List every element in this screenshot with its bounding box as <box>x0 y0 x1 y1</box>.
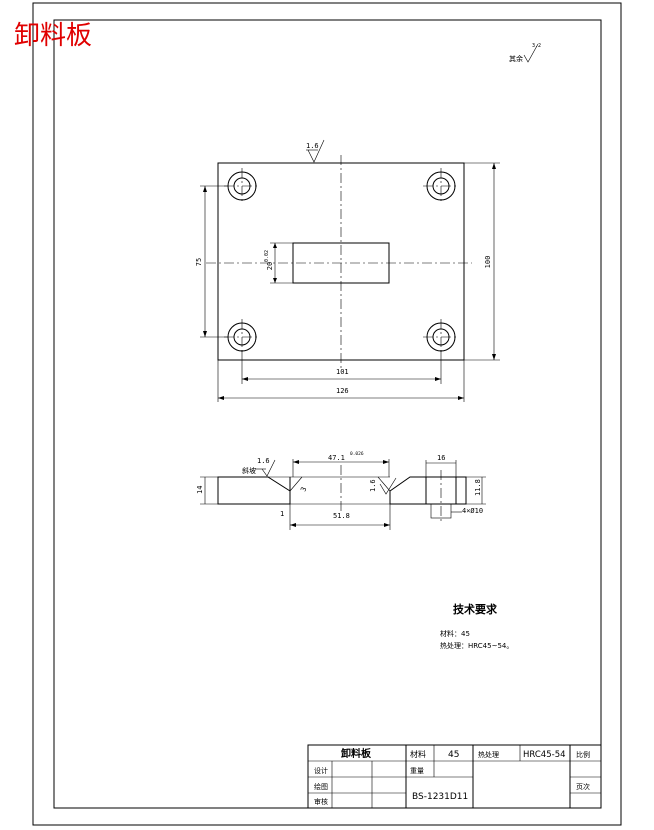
dim-thickness: 14 <box>196 476 218 505</box>
section-right-body <box>389 476 427 505</box>
plan-view: 1.6 101 <box>195 139 500 402</box>
svg-text:3.2: 3.2 <box>532 43 541 49</box>
dim-counterbore-depth: 11.8 <box>466 476 486 505</box>
svg-text:0.02: 0.02 <box>264 250 270 262</box>
tb-drawing-number: BS-1231D11 <box>412 792 468 802</box>
outer-border <box>32 2 622 826</box>
dim-height-total: 100 <box>464 162 500 361</box>
svg-text:1.6: 1.6 <box>369 479 377 492</box>
dim-edge-offset: 1 <box>280 510 284 518</box>
tb-draw-label: 绘图 <box>314 782 328 791</box>
remaining-roughness-note: 其余 3.2 <box>509 43 541 63</box>
dim-counterbore-dia: 16 <box>425 454 457 477</box>
tb-weight-label: 重量 <box>410 767 424 775</box>
technical-requirements: 技术要求 材料：45 热处理：HRC45~54。 <box>440 602 513 650</box>
svg-text:126: 126 <box>336 387 349 395</box>
tb-scale-label: 比例 <box>576 750 590 759</box>
tb-material-label: 材料 <box>410 749 426 759</box>
svg-text:51.8: 51.8 <box>333 512 350 520</box>
tb-heat-value: HRC45-54 <box>523 750 566 760</box>
svg-text:47.1: 47.1 <box>328 454 345 462</box>
top-roughness-symbol: 1.6 <box>306 139 325 163</box>
dim-chamfer: 3 <box>299 486 308 493</box>
tb-design-label: 设计 <box>314 766 328 775</box>
title-block: 卸料板 材料 45 热处理 HRC45-54 比例 设计 重量 绘图 审核 BS… <box>307 744 602 809</box>
svg-text:4×Ø10: 4×Ø10 <box>462 507 483 515</box>
svg-text:14: 14 <box>196 486 204 494</box>
tech-heat-treat: 热处理：HRC45~54。 <box>440 641 513 650</box>
dim-hole-spacing-x: 101 <box>241 350 442 384</box>
section-view: 1.6 斜坡 1.6 3 47.1 0.026 51.8 <box>196 451 486 530</box>
inner-border <box>53 19 602 809</box>
dim-top-opening: 47.1 0.026 <box>292 451 390 477</box>
svg-text:75: 75 <box>195 258 203 266</box>
drawing-title-stamp: 卸料板 <box>14 21 92 51</box>
tech-heading: 技术要求 <box>453 602 498 616</box>
svg-text:1.6: 1.6 <box>257 457 270 465</box>
svg-text:1.6: 1.6 <box>306 142 319 150</box>
section-left-body <box>217 476 291 505</box>
section-left-roughness: 1.6 <box>255 457 276 477</box>
dim-slot-height: 20 0.02 <box>264 242 293 284</box>
svg-text:16: 16 <box>437 454 445 462</box>
dim-bottom-opening: 51.8 <box>289 504 391 530</box>
svg-text:其余: 其余 <box>509 54 523 63</box>
bevel-label: 斜坡 <box>242 466 256 475</box>
corner-hole-tr <box>423 168 459 204</box>
section-right-roughness: 1.6 <box>369 477 397 495</box>
tb-heat-label: 热处理 <box>478 750 499 759</box>
tb-part-name: 卸料板 <box>341 747 372 760</box>
tb-check-label: 审核 <box>314 797 328 806</box>
tb-material-value: 45 <box>448 750 459 760</box>
svg-text:11.8: 11.8 <box>474 479 482 496</box>
svg-text:101: 101 <box>336 368 349 376</box>
dim-hole-spacing-y: 75 <box>195 185 228 338</box>
hole-spec-leader: 4×Ø10 <box>451 507 483 515</box>
corner-hole-br <box>423 319 459 355</box>
tech-material: 材料：45 <box>440 629 470 638</box>
svg-text:100: 100 <box>484 256 492 269</box>
corner-hole-bl <box>224 319 260 355</box>
tb-page-label: 页次 <box>576 782 590 791</box>
svg-text:0.026: 0.026 <box>350 451 364 457</box>
dim-width-total: 126 <box>217 360 465 402</box>
svg-text:20: 20 <box>266 262 274 270</box>
corner-hole-tl <box>224 168 260 204</box>
